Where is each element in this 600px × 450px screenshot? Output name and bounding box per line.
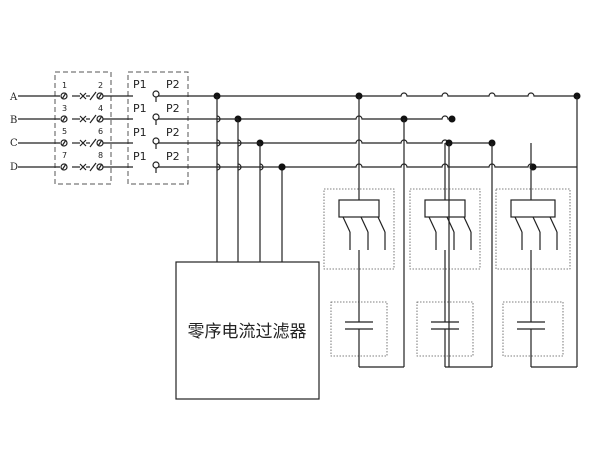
breaker-x	[79, 115, 87, 123]
fuse-group-outline	[127, 71, 189, 185]
fuse-label-p1-b: P1	[133, 102, 147, 115]
terminal-num-3: 3	[62, 104, 67, 113]
switch-blade	[514, 216, 523, 233]
switch-blade	[446, 216, 455, 233]
switch-blade	[428, 216, 437, 233]
breaker-slash	[61, 139, 67, 147]
fuse-label-p1-d: P1	[133, 150, 147, 163]
switch-blade	[360, 216, 369, 233]
fuse-label-p2-c: P2	[166, 126, 180, 139]
phase-label-d: D	[10, 162, 18, 173]
fuse-label-p1-c: P1	[133, 126, 147, 139]
wire-crossover	[216, 115, 221, 123]
filter-label: 零序电流过滤器	[188, 322, 307, 342]
breaker-terminal-left	[60, 163, 68, 171]
breaker-slash	[61, 163, 67, 171]
breaker-x	[79, 139, 87, 147]
phase-label-c: C	[10, 138, 18, 149]
breaker-slash	[97, 92, 103, 100]
terminal-num-8: 8	[98, 151, 103, 160]
wire-crossover	[259, 163, 264, 171]
bus-b	[238, 115, 452, 120]
terminal-num-1: 1	[62, 81, 67, 90]
switch-frame	[510, 199, 556, 218]
fuse-label-p2-a: P2	[166, 78, 180, 91]
breaker-blade	[89, 91, 97, 101]
fuse-label-p2-b: P2	[166, 102, 180, 115]
terminal-num-7: 7	[62, 151, 67, 160]
breaker-x	[79, 92, 87, 100]
breaker-slash	[97, 115, 103, 123]
terminal-num-5: 5	[62, 127, 67, 136]
wire-crossover	[216, 139, 221, 147]
fuse-label-p1-a: P1	[133, 78, 147, 91]
breaker-x	[79, 163, 87, 171]
phase-label-b: B	[10, 115, 17, 126]
switch-blade	[532, 216, 541, 233]
capacitor-outline	[502, 301, 564, 357]
breaker-blade	[89, 138, 97, 148]
breaker-slash	[97, 139, 103, 147]
switch-frame	[338, 199, 380, 218]
bus-c	[260, 139, 492, 144]
breaker-slash	[61, 92, 67, 100]
terminal-num-4: 4	[98, 104, 103, 113]
wire-crossover	[237, 139, 242, 147]
switch-frame	[424, 199, 466, 218]
junction-dot	[278, 163, 286, 171]
breaker-group-outline	[54, 71, 112, 185]
switch-blade	[377, 216, 386, 233]
breaker-blade	[89, 114, 97, 124]
breaker-terminal-left	[60, 115, 68, 123]
junction-dot	[448, 115, 456, 123]
switch-bank-outline	[495, 188, 571, 270]
breaker-slash	[61, 115, 67, 123]
switch-blade	[549, 216, 558, 233]
breaker-blade	[89, 162, 97, 172]
switch-blade	[342, 216, 351, 233]
breaker-slash	[97, 163, 103, 171]
switch-blade	[463, 216, 472, 233]
terminal-num-6: 6	[98, 127, 103, 136]
terminal-num-2: 2	[98, 81, 103, 90]
breaker-terminal-left	[60, 139, 68, 147]
filter-box	[175, 261, 320, 400]
fuse-label-p2-d: P2	[166, 150, 180, 163]
breaker-terminal-left	[60, 92, 68, 100]
phase-label-a: A	[9, 92, 18, 103]
bus-a	[217, 92, 577, 97]
wire-crossover	[216, 163, 221, 171]
wire-crossover	[237, 163, 242, 171]
